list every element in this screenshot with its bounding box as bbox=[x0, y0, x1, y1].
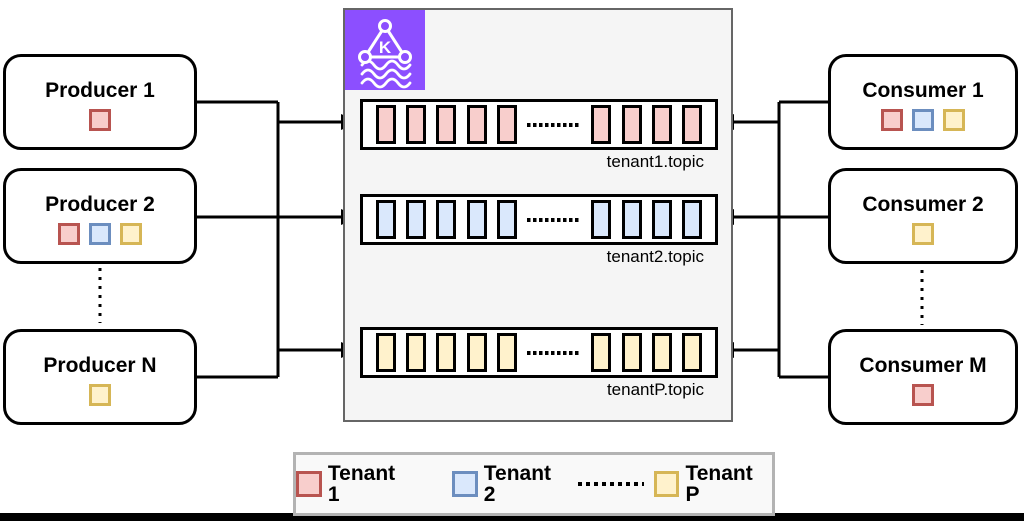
bottom-edge-bar bbox=[0, 513, 1024, 521]
tenant1-swatch bbox=[296, 471, 322, 497]
message-cell bbox=[681, 105, 702, 144]
message-cell bbox=[466, 105, 487, 144]
message-cell bbox=[621, 333, 642, 372]
topic-label-tenantP: tenantP.topic bbox=[606, 380, 704, 399]
tenant2-swatch bbox=[451, 471, 478, 497]
message-cell bbox=[496, 105, 517, 144]
tenantP-swatch bbox=[89, 383, 111, 406]
producer-2-node: Producer 2 bbox=[3, 168, 197, 264]
consumer-2-node: Consumer 2 bbox=[828, 168, 1018, 264]
message-cell bbox=[406, 200, 427, 239]
legend-item-tenant1: Tenant 1 bbox=[296, 463, 412, 505]
tenantP-swatch bbox=[943, 108, 965, 131]
message-cell bbox=[591, 333, 612, 372]
message-cell bbox=[466, 333, 487, 372]
consumer-1-label: Consumer 1 bbox=[862, 78, 984, 102]
message-cell bbox=[436, 105, 457, 144]
legend-label-tenantP: Tenant P bbox=[685, 462, 753, 506]
producer-n-node: Producer N bbox=[3, 329, 197, 425]
message-cell bbox=[681, 333, 702, 372]
message-cell bbox=[621, 200, 642, 239]
message-cell bbox=[376, 333, 396, 372]
legend-ellipsis-dots bbox=[577, 482, 644, 486]
message-cell bbox=[406, 333, 427, 372]
message-cell bbox=[621, 105, 642, 144]
topic-queue-tenant1 bbox=[360, 99, 718, 150]
legend-label-tenant1: Tenant 1 bbox=[327, 462, 396, 506]
message-cell bbox=[376, 200, 396, 239]
topic-queue-tenantP bbox=[360, 327, 718, 378]
tenantP-swatch bbox=[120, 222, 142, 245]
consumer-m-tenant-swatches bbox=[912, 383, 934, 406]
topic-queue-tenant2 bbox=[360, 194, 718, 245]
message-cell bbox=[591, 200, 612, 239]
producer-n-tenant-swatches bbox=[89, 383, 111, 406]
producer-1-tenant-swatches bbox=[89, 108, 111, 131]
consumer-1-node: Consumer 1 bbox=[828, 54, 1018, 150]
topic-label-tenant1: tenant1.topic bbox=[606, 152, 704, 171]
legend-item-tenantP: Tenant P bbox=[653, 462, 772, 506]
message-cell bbox=[496, 333, 517, 372]
consumer-m-label: Consumer M bbox=[859, 353, 987, 377]
message-cell bbox=[376, 105, 396, 144]
consumer-m-node: Consumer M bbox=[828, 329, 1018, 425]
tenantP-swatch bbox=[912, 222, 934, 245]
topic-label-tenant2: tenant2.topic bbox=[606, 247, 704, 266]
kafka-msk-icon: K bbox=[345, 10, 425, 90]
message-cell bbox=[651, 105, 672, 144]
kafka-icon-letter: K bbox=[379, 38, 392, 57]
message-cell bbox=[651, 200, 672, 239]
tenant2-swatch bbox=[89, 222, 111, 245]
ellipsis-dots bbox=[527, 217, 582, 222]
consumer-2-tenant-swatches bbox=[912, 222, 934, 245]
kafka-broker-container: K tenant1.topic bbox=[343, 8, 733, 422]
message-cell bbox=[466, 200, 487, 239]
message-cell bbox=[406, 105, 427, 144]
tenant1-swatch bbox=[58, 222, 80, 245]
tenantP-swatch bbox=[653, 471, 680, 497]
message-cell bbox=[496, 200, 517, 239]
producer-1-label: Producer 1 bbox=[45, 78, 155, 102]
tenant2-swatch bbox=[912, 108, 934, 131]
producer-2-label: Producer 2 bbox=[45, 192, 155, 216]
message-cell bbox=[436, 200, 457, 239]
ellipsis-dots bbox=[527, 350, 582, 355]
message-cell bbox=[591, 105, 612, 144]
consumer-2-label: Consumer 2 bbox=[862, 192, 984, 216]
tenant1-swatch bbox=[912, 383, 934, 406]
tenant1-swatch bbox=[881, 108, 903, 131]
legend-label-tenant2: Tenant 2 bbox=[483, 462, 552, 506]
producer-n-label: Producer N bbox=[43, 353, 157, 377]
message-cell bbox=[681, 200, 702, 239]
producer-2-tenant-swatches bbox=[58, 222, 142, 245]
ellipsis-dots bbox=[527, 122, 582, 127]
message-cell bbox=[651, 333, 672, 372]
consumer-1-tenant-swatches bbox=[881, 108, 965, 131]
message-cell bbox=[436, 333, 457, 372]
legend-item-tenant2: Tenant 2 bbox=[451, 462, 568, 506]
legend: Tenant 1 Tenant 2 Tenant P bbox=[293, 452, 775, 516]
tenant1-swatch bbox=[89, 108, 111, 131]
producer-1-node: Producer 1 bbox=[3, 54, 197, 150]
